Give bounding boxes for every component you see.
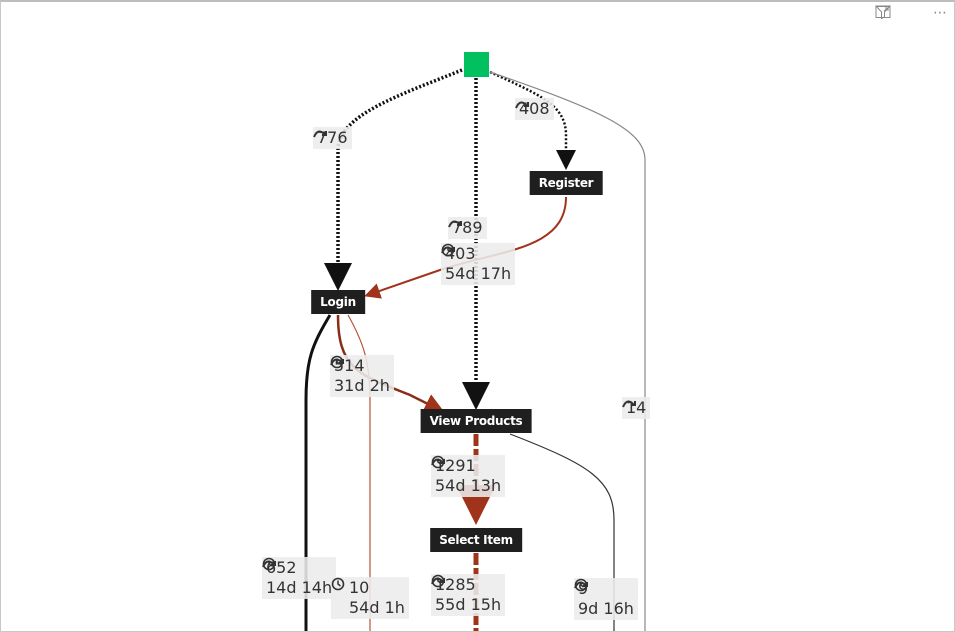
clock-icon bbox=[330, 355, 344, 369]
visual-header: ⋯ bbox=[875, 5, 949, 21]
focus-mode-icon[interactable] bbox=[875, 5, 921, 21]
edge-duration: 55d 15h bbox=[435, 595, 502, 614]
clock-icon bbox=[441, 243, 455, 257]
edge-label-start-register: 408 bbox=[515, 98, 554, 120]
edge-duration: 54d 17h bbox=[445, 264, 512, 283]
more-options-button[interactable]: ⋯ bbox=[933, 5, 947, 21]
edge-count: 1291 bbox=[435, 456, 476, 475]
edge-count: 408 bbox=[519, 99, 550, 118]
node-register[interactable]: Register bbox=[529, 171, 603, 195]
edge-label-start-right: 14 bbox=[622, 397, 651, 419]
edge-view-right[interactable] bbox=[509, 433, 615, 631]
node-view-products[interactable]: View Products bbox=[420, 409, 532, 433]
start-node[interactable] bbox=[464, 52, 489, 77]
edge-count: 776 bbox=[317, 128, 348, 147]
edge-duration: 9d 16h bbox=[578, 599, 634, 618]
edge-count: 9 bbox=[578, 579, 589, 598]
edge-start-right[interactable] bbox=[489, 71, 646, 631]
edge-login-down-black[interactable] bbox=[304, 314, 332, 631]
clock-icon bbox=[262, 557, 276, 571]
frequency-icon bbox=[448, 220, 462, 228]
edge-label-start-view: 789 bbox=[448, 217, 487, 239]
clock-icon bbox=[574, 578, 588, 592]
clock-icon bbox=[431, 455, 445, 469]
frequency-icon bbox=[515, 101, 529, 109]
edge-duration: 54d 1h bbox=[349, 598, 405, 617]
edge-count: 789 bbox=[452, 218, 483, 237]
frequency-icon bbox=[622, 400, 636, 408]
clock-icon bbox=[431, 574, 445, 588]
edge-duration: 31d 2h bbox=[334, 376, 390, 395]
edge-duration: 54d 13h bbox=[435, 476, 502, 495]
edge-count: 10 bbox=[349, 578, 370, 597]
frequency-icon bbox=[313, 130, 327, 138]
edge-duration: 14d 14h bbox=[266, 578, 333, 597]
edge-count: 1285 bbox=[435, 575, 476, 594]
edge-label-start-login: 776 bbox=[313, 127, 352, 149]
node-select-item[interactable]: Select Item bbox=[430, 528, 522, 552]
clock-icon bbox=[331, 577, 345, 591]
node-login[interactable]: Login bbox=[311, 290, 365, 314]
